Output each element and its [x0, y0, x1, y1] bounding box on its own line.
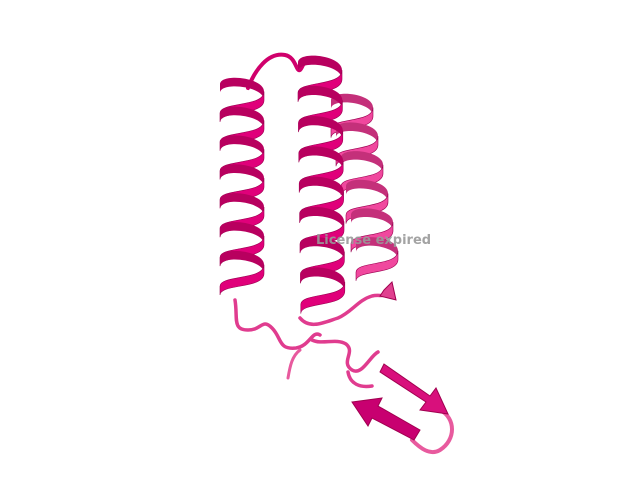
beta-strand-2	[351, 397, 421, 441]
helix-turn-back	[346, 179, 388, 203]
helix-turn-back	[300, 237, 345, 261]
helix-turn-back	[220, 106, 264, 130]
helix-turn-back	[299, 146, 344, 170]
helix-turn-back	[220, 77, 264, 101]
helix-turn-front	[355, 250, 399, 281]
helix-turn-back	[298, 85, 343, 110]
helix-turn-back	[299, 176, 344, 201]
helix-turn-front	[219, 264, 265, 296]
helix-turn-back	[298, 116, 343, 140]
helix-1	[219, 77, 265, 296]
helix-turn-back	[300, 267, 345, 291]
helix-2	[297, 55, 346, 314]
helix-turn-back	[336, 122, 378, 145]
beta-strand-1	[379, 363, 449, 415]
hairpin-turn	[410, 408, 454, 455]
helix-turn-front	[300, 281, 346, 314]
helix-turn-back	[300, 206, 344, 231]
helix-turn-back	[341, 151, 383, 174]
license-watermark: License expired	[316, 233, 432, 248]
helix-turn-back	[351, 208, 393, 231]
helix-turn-back	[220, 222, 264, 245]
helix-turn-back	[220, 135, 264, 158]
bottom-loop-5	[346, 370, 374, 389]
helix-turn-back	[220, 250, 264, 274]
helix-turn-back	[220, 164, 264, 187]
bottom-loop-4	[286, 348, 302, 380]
bottom-loop-3	[310, 338, 380, 373]
helix-turn-back	[356, 237, 398, 260]
helix-turn-back	[220, 193, 264, 216]
bottom-loop-1	[233, 298, 322, 350]
beta-strand-3	[379, 281, 397, 301]
helix-turn-back	[298, 55, 342, 80]
